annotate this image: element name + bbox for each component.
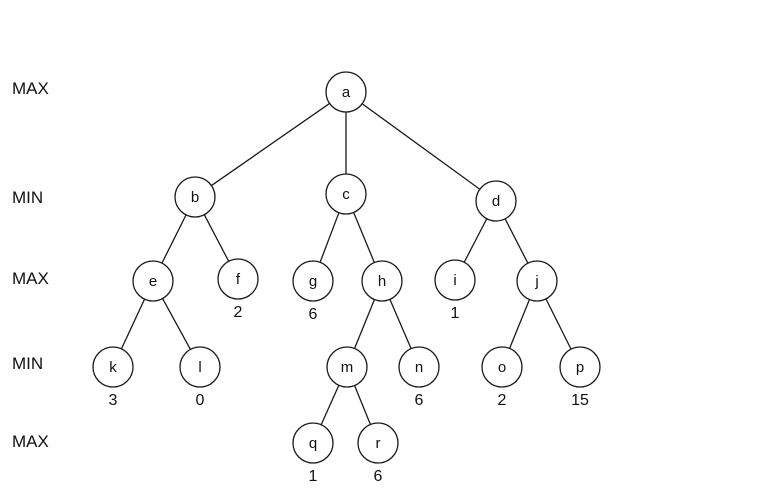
node-circle [326, 346, 368, 388]
leaf-value: 15 [571, 392, 589, 409]
node-circle [357, 422, 399, 464]
leaf-value: 0 [196, 392, 205, 409]
node-circle [475, 180, 517, 222]
leaf-value: 3 [109, 392, 118, 409]
node-circle [92, 346, 134, 388]
node-circle [361, 260, 403, 302]
node-label: n [415, 359, 423, 376]
tree-node-g: g6 [292, 260, 334, 323]
edge-j-o [508, 299, 531, 349]
level-label-max: MAX [12, 79, 49, 98]
node-label: q [309, 435, 317, 452]
node-label: g [309, 273, 317, 290]
node-label: p [576, 359, 584, 376]
node-label: o [498, 359, 506, 376]
leaf-value: 1 [451, 305, 460, 322]
tree-node-h: h [361, 260, 403, 302]
tree-node-c: c [325, 173, 367, 215]
leaf-value: 2 [234, 304, 243, 321]
edge-a-b [211, 102, 330, 187]
edge-m-q [320, 384, 340, 426]
tree-node-d: d [475, 180, 517, 222]
tree-node-q: q1 [292, 422, 334, 485]
tree-node-n: n6 [398, 346, 440, 409]
level-label-max: MAX [12, 269, 49, 288]
node-circle [292, 260, 334, 302]
tree-node-j: j [516, 260, 558, 302]
node-circle [174, 176, 216, 218]
edge-h-m [353, 299, 376, 349]
node-circle [217, 258, 259, 300]
leaf-value: 6 [374, 468, 383, 485]
level-label-min: MIN [12, 188, 43, 207]
node-circle [559, 346, 601, 388]
node-label: j [534, 273, 538, 290]
tree-node-k: k3 [92, 346, 134, 409]
node-circle [325, 71, 367, 113]
level-label-max: MAX [12, 432, 49, 451]
node-circle [434, 259, 476, 301]
edge-m-r [353, 385, 372, 425]
tree-edges [120, 102, 572, 426]
tree-node-p: p 15 [559, 346, 601, 409]
tree-node-i: i1 [434, 259, 476, 322]
node-label: h [378, 273, 386, 290]
edge-c-h [353, 212, 375, 263]
edge-e-l [162, 298, 191, 350]
node-label: k [109, 359, 117, 376]
edge-a-d [361, 103, 481, 190]
node-label: l [198, 359, 201, 376]
tree-node-o: o2 [481, 346, 523, 409]
node-circle [481, 346, 523, 388]
tree-node-r: r6 [357, 422, 399, 485]
tree-node-b: b [174, 176, 216, 218]
leaf-value: 6 [309, 306, 318, 323]
tree-node-a: a [325, 71, 367, 113]
node-label: r [376, 435, 381, 452]
node-circle [325, 173, 367, 215]
leaf-value: 6 [415, 392, 424, 409]
tree-node-m: m [326, 346, 368, 388]
leaf-value: 2 [498, 392, 507, 409]
level-label-min: MIN [12, 354, 43, 373]
node-circle [398, 346, 440, 388]
node-label: a [342, 84, 351, 101]
tree-node-e: e [132, 260, 174, 302]
edge-h-n [389, 299, 412, 349]
leaf-value: 1 [309, 468, 318, 485]
edge-c-g [319, 212, 340, 263]
node-label: m [341, 359, 354, 376]
tree-node-l: l0 [179, 346, 221, 409]
node-label: c [342, 186, 350, 203]
node-circle [292, 422, 334, 464]
node-label: i [453, 272, 456, 289]
node-label: b [191, 189, 199, 206]
edge-d-i [463, 218, 488, 263]
node-circle [516, 260, 558, 302]
edge-j-p [545, 298, 572, 350]
node-circle [132, 260, 174, 302]
edge-e-k [120, 298, 146, 350]
node-label: d [492, 193, 500, 210]
node-label: f [236, 271, 241, 288]
tree-node-f: f2 [217, 258, 259, 321]
edge-d-j [504, 218, 529, 264]
node-circle [179, 346, 221, 388]
level-labels: MAX MIN MAX MIN MAX [12, 79, 49, 451]
edge-b-e [161, 214, 187, 264]
node-label: e [149, 273, 157, 290]
edge-b-f [203, 214, 230, 262]
